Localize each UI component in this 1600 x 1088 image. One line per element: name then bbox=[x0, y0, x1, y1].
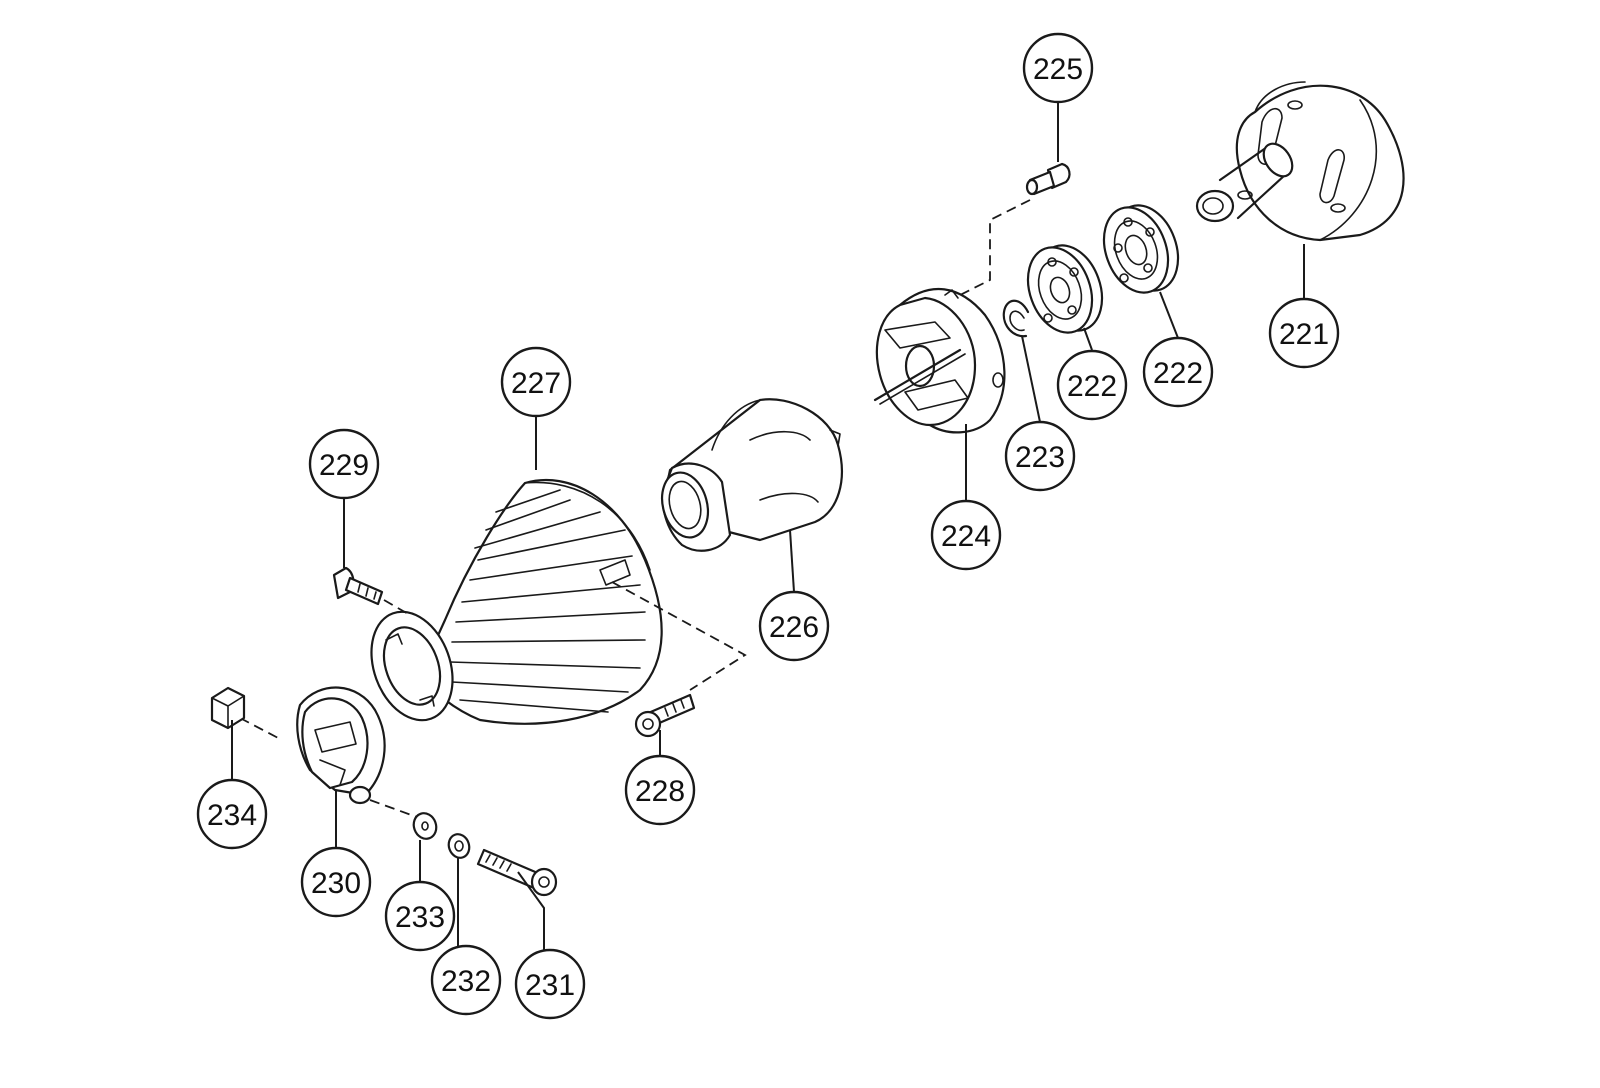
callout-label: 224 bbox=[941, 520, 991, 553]
part-222-bearing-large bbox=[1102, 204, 1180, 294]
callout-228: 228 bbox=[624, 754, 696, 826]
callout-234: 234 bbox=[196, 778, 268, 850]
callout-label: 222 bbox=[1067, 370, 1117, 403]
callout-224: 224 bbox=[930, 499, 1002, 571]
callout-label: 232 bbox=[441, 965, 491, 998]
callout-222-a: 222 bbox=[1056, 349, 1128, 421]
callout-label: 230 bbox=[311, 867, 361, 900]
part-225-bolt bbox=[1025, 162, 1071, 196]
dash-225-to-224 bbox=[959, 199, 1031, 296]
callout-221: 221 bbox=[1268, 297, 1340, 369]
part-230-cover-plate bbox=[296, 686, 386, 805]
callout-label: 225 bbox=[1033, 53, 1083, 86]
callout-230: 230 bbox=[300, 846, 372, 918]
part-232-spring-washer bbox=[447, 833, 471, 859]
callout-label: 221 bbox=[1279, 318, 1329, 351]
callout-label: 226 bbox=[769, 611, 819, 644]
callout-label: 222 bbox=[1153, 357, 1203, 390]
part-224-clutch-plate bbox=[873, 287, 1006, 434]
callout-label: 234 bbox=[207, 799, 257, 832]
callout-227: 227 bbox=[500, 346, 572, 418]
part-227-gear-housing bbox=[370, 478, 663, 725]
part-228-bolt bbox=[634, 693, 696, 738]
callout-231: 231 bbox=[514, 948, 586, 1020]
part-229-bolt bbox=[332, 566, 384, 606]
part-234-nut bbox=[210, 686, 246, 730]
callout-label: 233 bbox=[395, 901, 445, 934]
part-233-washer bbox=[412, 812, 438, 840]
callout-226: 226 bbox=[758, 590, 830, 662]
part-231-long-bolt bbox=[476, 848, 558, 897]
part-226-sleeve bbox=[660, 398, 843, 552]
callout-label: 227 bbox=[511, 367, 561, 400]
callout-label: 228 bbox=[635, 775, 685, 808]
callout-222-b: 222 bbox=[1142, 336, 1214, 408]
callout-label: 223 bbox=[1015, 441, 1065, 474]
dash-227-to-228 bbox=[611, 581, 747, 691]
part-221-clutch-drum bbox=[1195, 81, 1405, 242]
callout-233: 233 bbox=[384, 880, 456, 952]
dash-234-to-230 bbox=[239, 717, 283, 741]
callout-225: 225 bbox=[1022, 32, 1094, 104]
leader-lines bbox=[231, 102, 1305, 950]
part-223-snap-ring bbox=[1002, 299, 1030, 338]
callout-label: 231 bbox=[525, 969, 575, 1002]
part-222-bearing-small bbox=[1026, 244, 1104, 334]
callout-232: 232 bbox=[430, 944, 502, 1016]
callout-229: 229 bbox=[308, 428, 380, 500]
callout-label: 229 bbox=[319, 449, 369, 482]
dash-229-to-227 bbox=[383, 599, 411, 616]
callout-223: 223 bbox=[1004, 420, 1076, 492]
